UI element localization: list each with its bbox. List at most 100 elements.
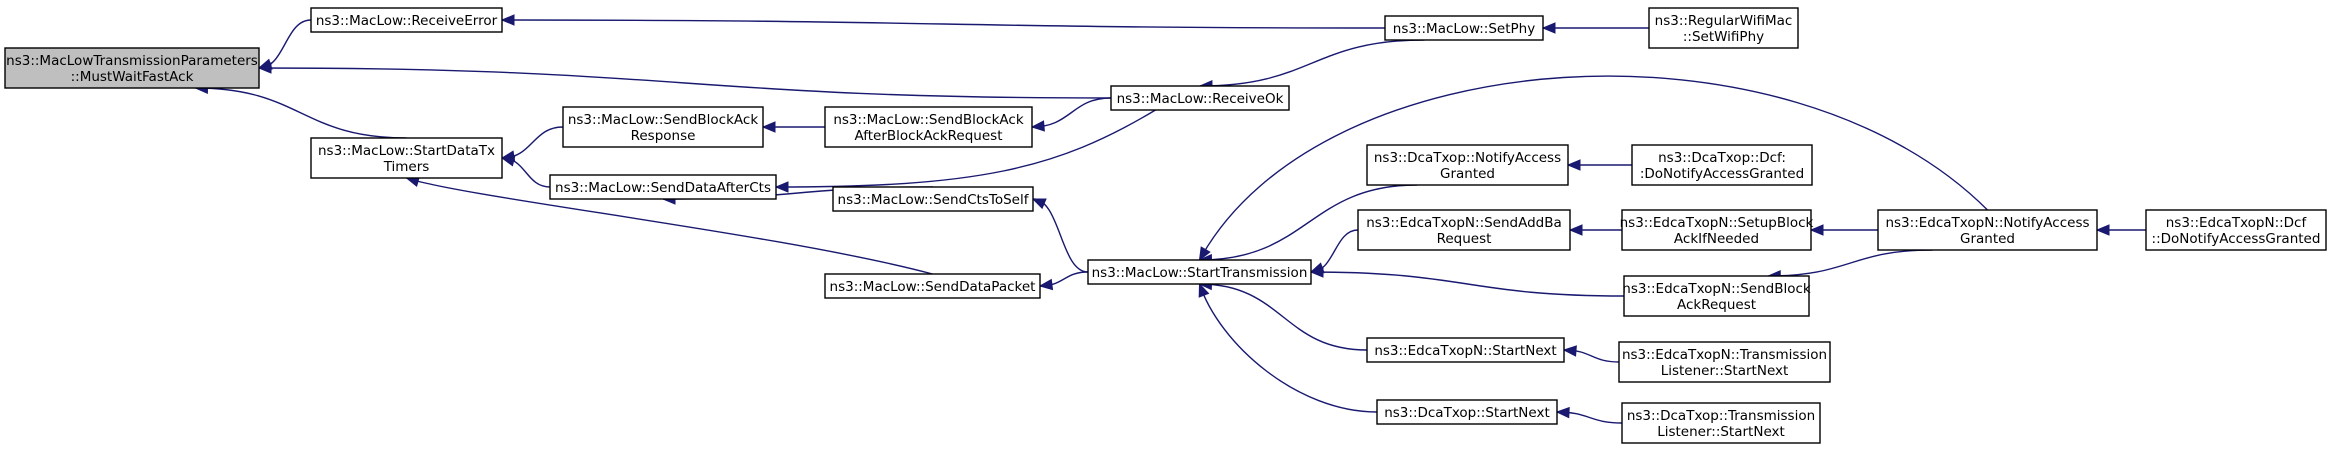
edge-stx-to-sctsself — [1031, 198, 1089, 273]
node-stx[interactable]: ns3::MacLow::StartTransmission — [1087, 259, 1312, 285]
arrowhead — [1562, 345, 1577, 357]
node-box — [562, 106, 764, 148]
edge-edcastart-to-stx — [1198, 278, 1368, 351]
arrowhead — [1030, 120, 1045, 132]
node-label: Request — [1437, 231, 1492, 247]
node-edcastart[interactable]: ns3::EdcaTxopN::StartNext — [1366, 337, 1565, 363]
node-label: ns3::MacLow::SendBlockAck — [568, 112, 758, 128]
arrowhead — [1198, 246, 1211, 262]
node-label: ns3::EdcaTxopN::Transmission — [1622, 347, 1827, 363]
arrowhead — [1031, 198, 1047, 210]
arrowhead — [1038, 278, 1054, 291]
node-recverr[interactable]: ns3::MacLow::ReceiveError — [310, 7, 503, 33]
node-setphy[interactable]: ns3::MacLow::SetPhy — [1384, 15, 1544, 41]
edges-layer — [194, 14, 2147, 424]
edge-regwifi-to-setphy — [1541, 22, 1649, 34]
node-box — [1877, 209, 2098, 251]
arrowhead — [1568, 224, 1583, 236]
arrowhead — [1198, 282, 1210, 298]
node-dcanag[interactable]: ns3::DcaTxop::NotifyAccessGranted — [1366, 144, 1569, 186]
node-box — [1631, 144, 1813, 186]
node-label: Response — [631, 128, 696, 144]
edge-sbar-to-sdtx — [500, 126, 564, 162]
edge-sbaabar-to-sbar — [761, 121, 825, 133]
arrowhead — [761, 121, 776, 133]
node-box — [1087, 259, 1312, 285]
arrowhead — [1555, 406, 1570, 419]
node-label: ns3::EdcaTxopN::SetupBlock — [1620, 215, 1814, 231]
node-dcastart[interactable]: ns3::DcaTxop::StartNext — [1376, 399, 1558, 425]
edge-sdtx-to-root — [194, 82, 407, 139]
node-sctsself[interactable]: ns3::MacLow::SendCtsToSelf — [832, 186, 1034, 212]
node-label: ns3::EdcaTxopN::Dcf — [2166, 215, 2308, 231]
arrowhead — [1309, 266, 1324, 278]
node-label: ns3::EdcaTxopN::SendAddBa — [1366, 215, 1562, 231]
node-edcatlsn[interactable]: ns3::EdcaTxopN::TransmissionListener::St… — [1618, 341, 1831, 383]
node-label: ns3::MacLow::SendBlockAck — [833, 112, 1023, 128]
node-label: ns3::MacLow::ReceiveOk — [1117, 91, 1284, 107]
node-label: AckRequest — [1677, 297, 1756, 313]
node-box — [1648, 7, 1799, 49]
node-label: Listener::StartNext — [1661, 363, 1789, 379]
edge-edcanag-to-edcasetup — [1809, 224, 1879, 236]
node-box — [1366, 337, 1565, 363]
node-box — [1357, 209, 1571, 251]
node-sbaabar[interactable]: ns3::MacLow::SendBlockAckAfterBlockAckRe… — [824, 106, 1033, 148]
node-label: ns3::MacLow::ReceiveError — [316, 13, 498, 29]
node-box — [824, 273, 1041, 299]
node-sdp[interactable]: ns3::MacLow::SendDataPacket — [824, 273, 1041, 299]
node-box — [1376, 399, 1558, 425]
edge-dcatlsn-to-dcastart — [1555, 406, 1623, 424]
node-label: ::MustWaitFastAck — [71, 69, 194, 85]
node-box — [4, 47, 260, 89]
node-box — [549, 174, 777, 200]
edge-dcfdonag-to-dcanag — [1566, 159, 1632, 171]
node-recvok[interactable]: ns3::MacLow::ReceiveOk — [1110, 85, 1290, 111]
node-label: Granted — [1440, 166, 1495, 182]
node-sdac[interactable]: ns3::MacLow::SendDataAfterCts — [549, 174, 777, 200]
node-label: Granted — [1960, 231, 2015, 247]
arrowhead — [1566, 159, 1581, 171]
node-box — [824, 106, 1033, 148]
node-regwifi[interactable]: ns3::RegularWifiMac::SetWifiPhy — [1648, 7, 1799, 49]
node-edcadcf[interactable]: ns3::EdcaTxopN::Dcf::DoNotifyAccessGrant… — [2145, 209, 2327, 251]
edge-recverr-to-root — [257, 19, 312, 70]
edge-setphy-to-recverr — [500, 14, 1386, 29]
node-box — [1366, 144, 1569, 186]
node-label: ::SetWifiPhy — [1683, 29, 1764, 45]
node-label: ns3::DcaTxop::Dcf: — [1658, 150, 1786, 166]
node-box — [1623, 275, 1810, 317]
arrowhead — [500, 155, 516, 167]
node-label: ns3::MacLow::SendDataAfterCts — [555, 180, 771, 196]
node-box — [2145, 209, 2327, 251]
node-label: ns3::DcaTxop::NotifyAccess — [1374, 150, 1561, 166]
node-box — [1618, 341, 1831, 383]
node-label: :DoNotifyAccessGranted — [1640, 166, 1804, 182]
node-box — [1621, 209, 1812, 251]
edge-stx-to-sdp — [1038, 271, 1089, 291]
node-label: AckIfNeeded — [1674, 231, 1759, 247]
node-box — [1621, 402, 1821, 444]
node-dcatlsn[interactable]: ns3::DcaTxop::TransmissionListener::Star… — [1621, 402, 1821, 444]
node-dcfdonag[interactable]: ns3::DcaTxop::Dcf::DoNotifyAccessGranted — [1631, 144, 1813, 186]
node-edcanag[interactable]: ns3::EdcaTxopN::NotifyAccessGranted — [1877, 209, 2098, 251]
node-root[interactable]: ns3::MacLowTransmissionParameters::MustW… — [4, 47, 260, 89]
node-box — [832, 186, 1034, 212]
edge-recvok-to-sdac — [774, 109, 1156, 193]
edge-dcastart-to-stx — [1198, 282, 1378, 413]
node-label: ns3::MacLow::SetPhy — [1393, 21, 1535, 37]
edge-edcasbar-to-stx — [1309, 266, 1625, 297]
node-box — [310, 137, 503, 179]
edge-recvok-to-sbaabar — [1030, 97, 1112, 132]
node-box — [1384, 15, 1544, 41]
node-label: Timers — [383, 159, 430, 175]
edge-sdac-to-sdtx — [500, 155, 551, 188]
edge-edcadcf-to-edcanag — [2095, 224, 2147, 236]
edge-setphy-to-recvok — [1198, 39, 1425, 92]
